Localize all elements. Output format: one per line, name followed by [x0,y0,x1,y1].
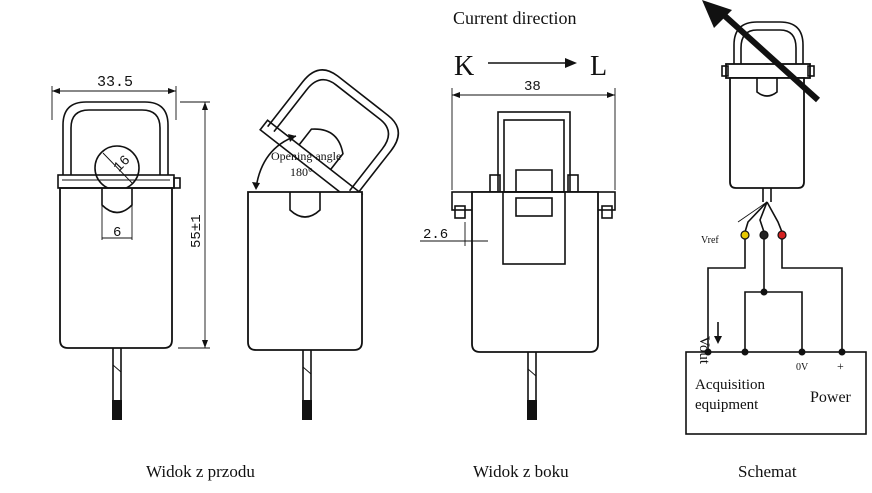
front-width-dim: 33.5 [97,74,133,91]
front-slot-dim: 6 [113,225,121,241]
arrow-head-icon [702,0,732,28]
schematic-caption: Schemat [738,462,797,481]
vout-arrow-icon [714,336,722,344]
front-hole-dim: 16 [111,153,134,176]
opening-angle-value: 180° [290,165,313,179]
acquisition-power-box [685,351,867,435]
vref-wire-terminal [740,230,750,240]
side-caption: Widok z boku [473,462,569,481]
sensor-arrow-line [713,5,821,103]
schematic: Vref Vout 0V + Acquisition equipment Pow… [685,0,867,481]
current-direction-title: Current direction [453,8,576,28]
acquisition-label-line1: Acquisition [695,377,765,393]
vref-label: Vref [701,235,719,246]
side-width-dim: 38 [524,79,541,95]
vout-wire-terminal [759,230,769,240]
power-label: Power [810,389,852,406]
k-label: K [454,51,474,82]
front-caption: Widok z przodu [146,462,255,481]
open-view: Opening angle 180° [247,69,400,420]
front-height-dim: 55±1 [189,214,205,248]
acquisition-label-line2: equipment [695,397,759,413]
l-label: L [590,51,607,82]
direction-arrow-icon [565,58,577,68]
ov-label: 0V [796,362,809,373]
side-flange-dim: 2.6 [423,227,448,243]
vout-label: Vout [696,336,712,365]
power-wire-terminal [777,230,787,240]
plus-label: + [837,359,844,373]
opening-angle-label: Opening angle [271,149,341,163]
front-view: 33.5 16 6 55±1 Widok z przodu [51,74,255,481]
side-view: Current direction K L 38 2.6 [420,8,616,481]
